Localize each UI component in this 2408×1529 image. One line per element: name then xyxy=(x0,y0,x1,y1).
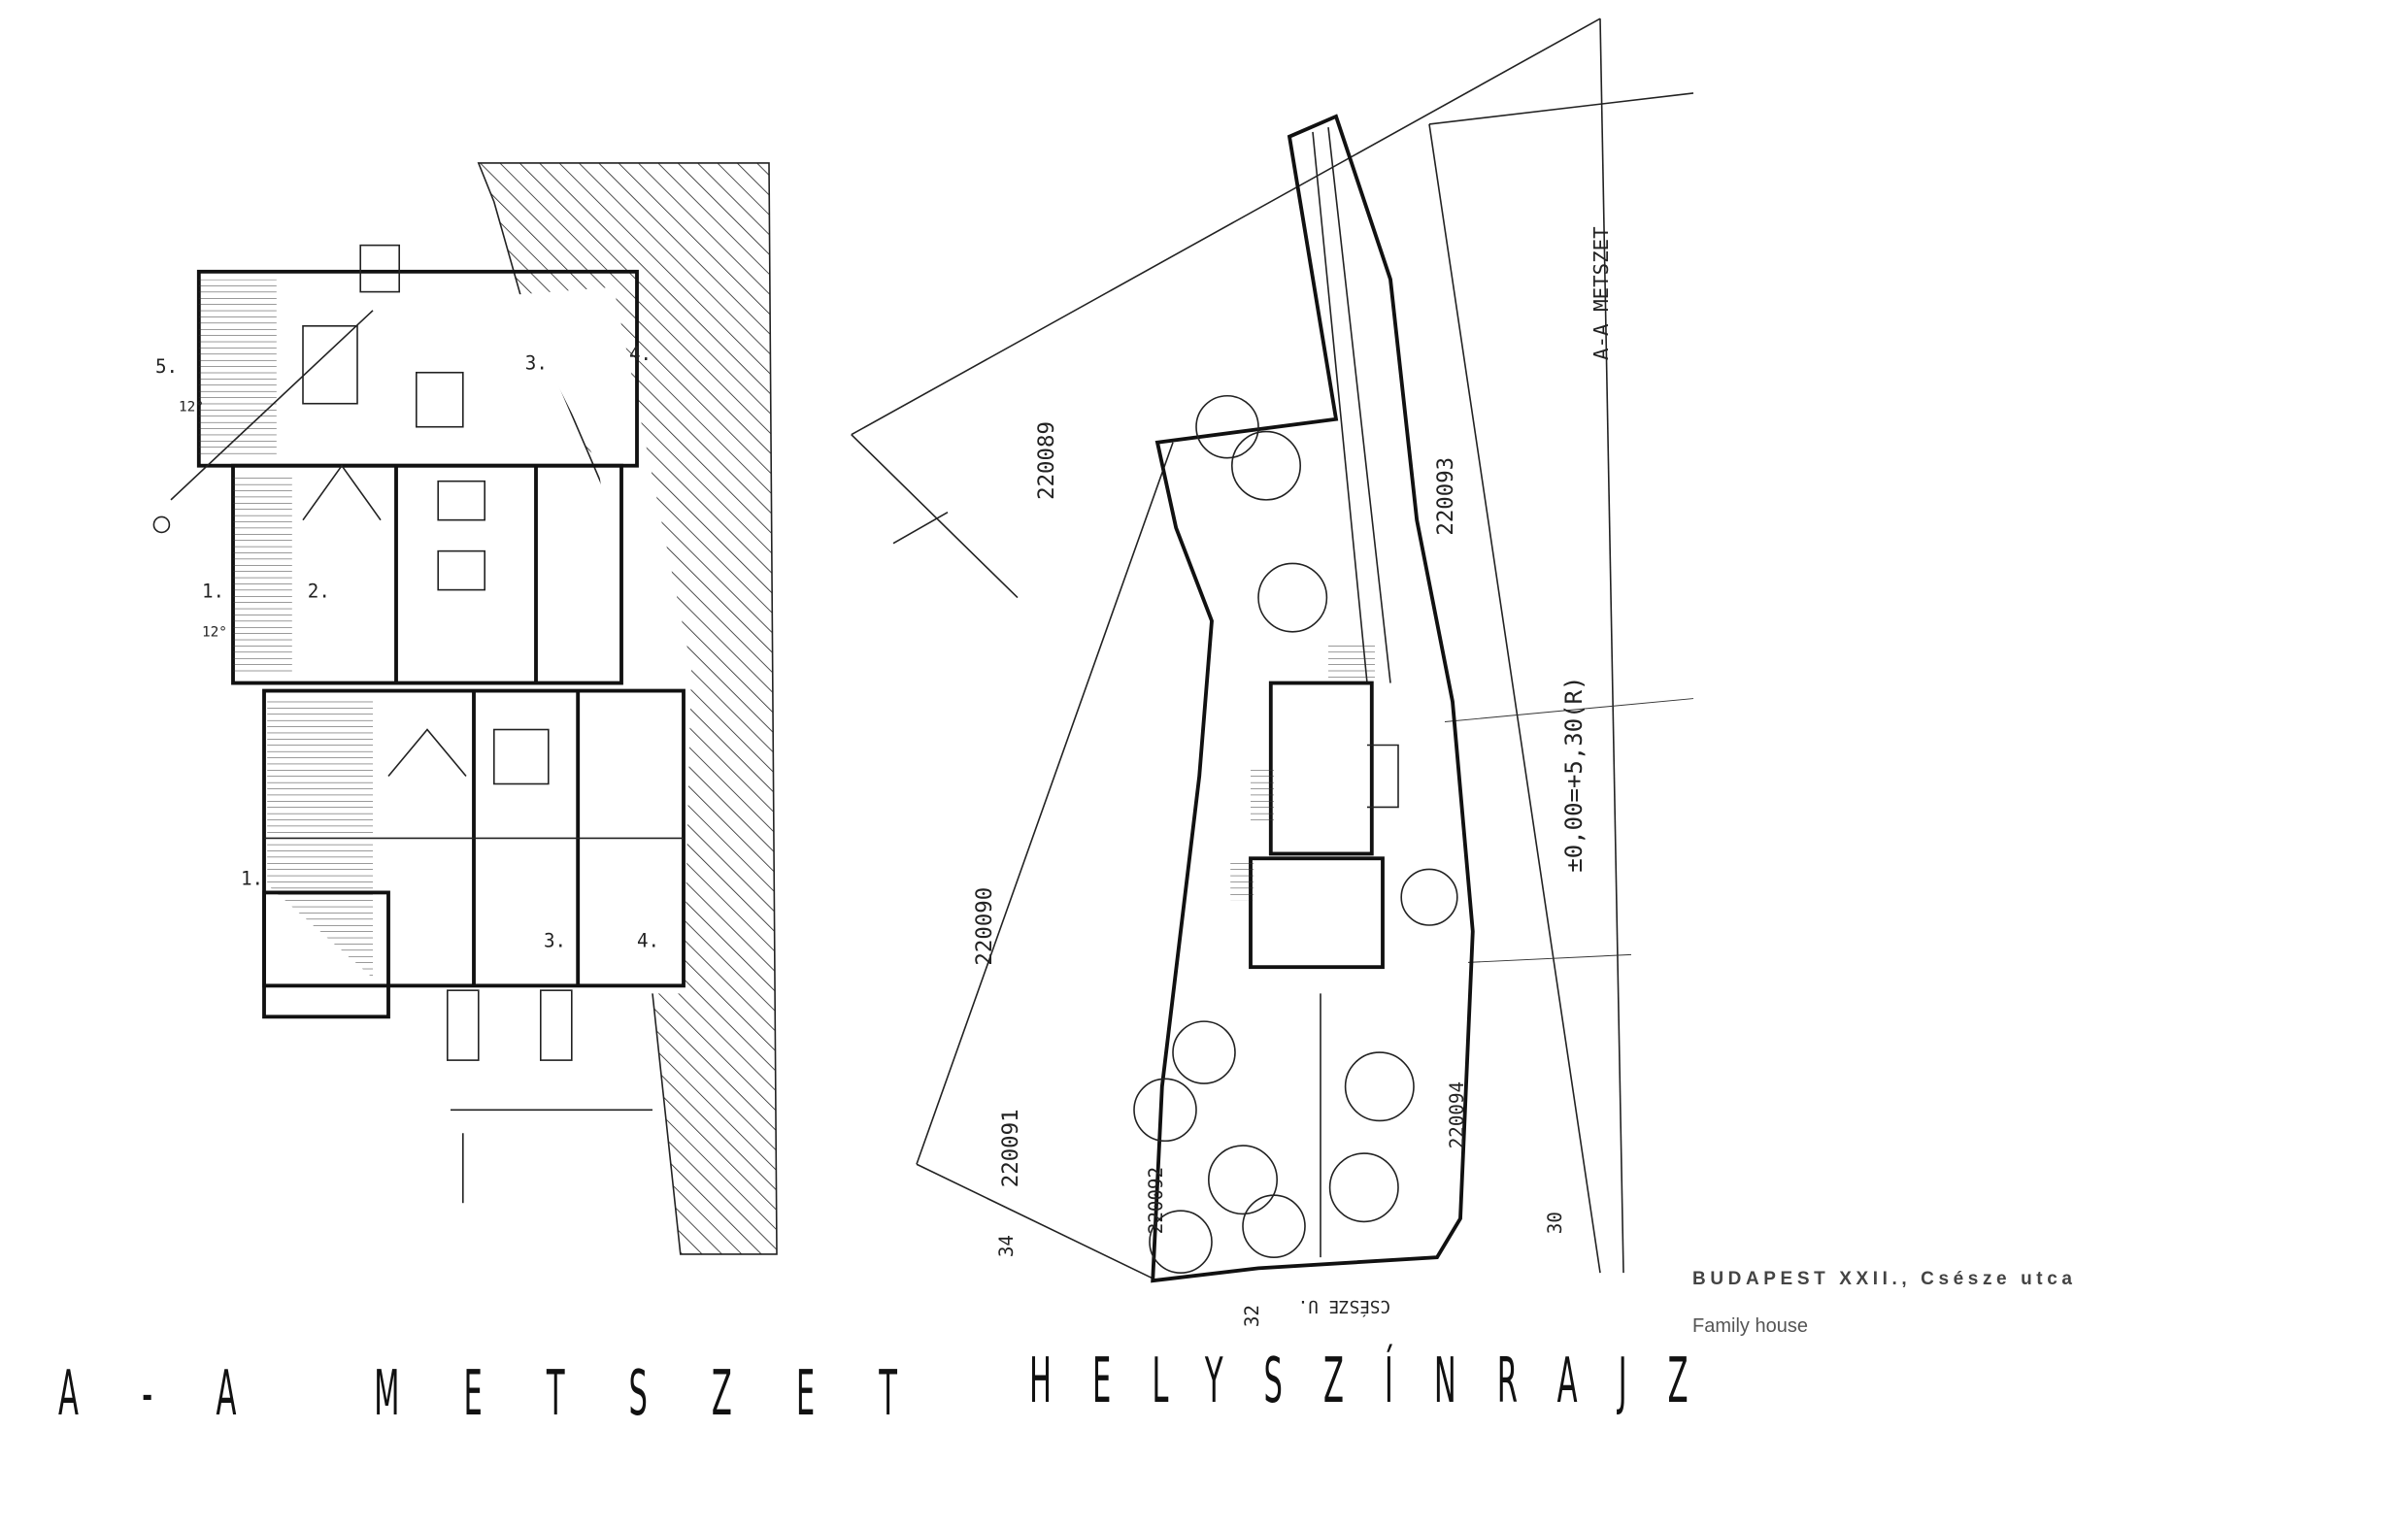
parcel-number: 220090 xyxy=(972,887,997,966)
section-label: 1. xyxy=(202,581,224,603)
section-label: 4. xyxy=(629,343,652,365)
parcel-number: 220094 xyxy=(1446,1081,1468,1148)
parcel-number: 220092 xyxy=(1145,1167,1167,1234)
section-label: 2. xyxy=(308,581,330,603)
roof-angle: 12° xyxy=(179,400,204,415)
street-name: CSÉSZE U. xyxy=(1298,1296,1390,1317)
site-plan-title: HELYSZÍNRAJZ xyxy=(1029,1345,1729,1418)
trees xyxy=(1133,394,1458,1274)
section-title: A-A METSZET xyxy=(58,1357,961,1431)
parcel-number: 220089 xyxy=(1034,421,1059,500)
section-label: 3. xyxy=(525,352,548,375)
section-line-label: A-A METSZET xyxy=(1589,226,1613,360)
site-plan-drawing: 220089 220090 220091 220092 220093 22009… xyxy=(851,17,1694,1327)
street-number: 32 xyxy=(1241,1305,1263,1327)
roof-angle: 12° xyxy=(202,625,227,641)
project-title: BUDAPEST XXII., Csésze utca xyxy=(1692,1269,2077,1289)
project-subtitle: Family house xyxy=(1692,1315,1808,1337)
parcel-number: 220093 xyxy=(1433,457,1458,536)
ground-hatch xyxy=(477,162,778,1255)
parcel-number: 220091 xyxy=(998,1109,1023,1187)
street-number: 30 xyxy=(1544,1212,1566,1234)
section-label: 3. xyxy=(544,929,566,951)
section-drawing: 5. 3. 4. 1. 2. 1. 3. 4. 12° 12° xyxy=(152,162,778,1255)
section-label: 5. xyxy=(155,355,178,378)
street-number: 34 xyxy=(995,1235,1018,1257)
section-label: 4. xyxy=(637,929,659,951)
datum-note: ±0,00=+5,30(R) xyxy=(1560,677,1588,873)
section-label: 1. xyxy=(241,867,263,889)
